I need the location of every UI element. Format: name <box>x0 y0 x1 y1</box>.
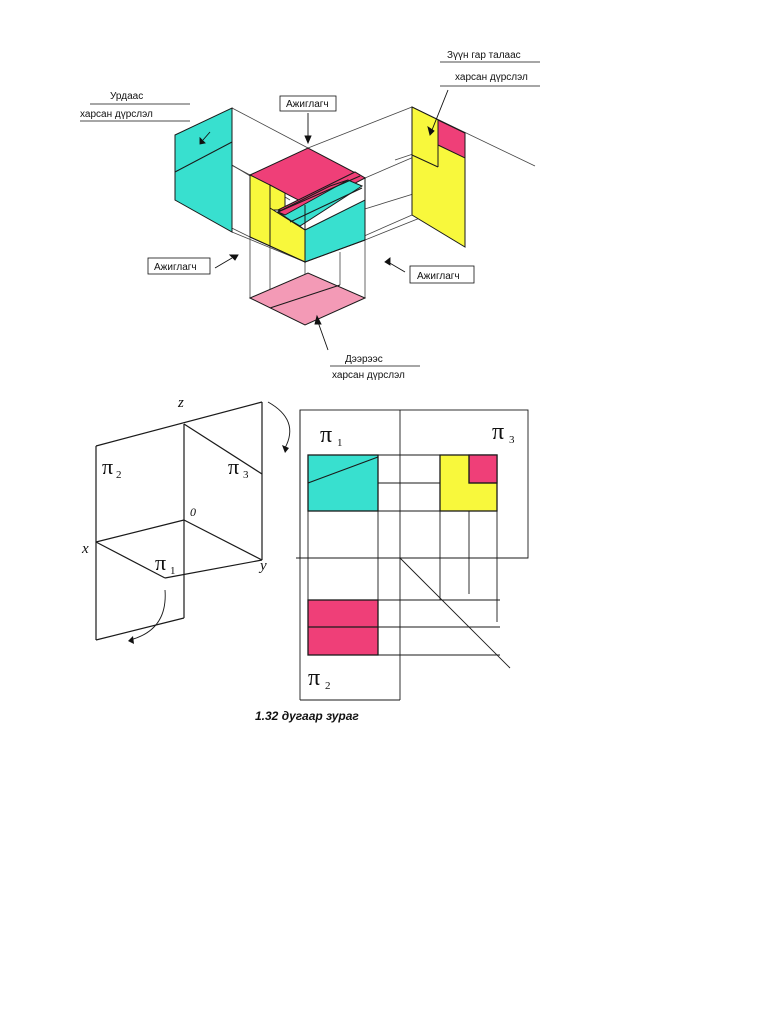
plane-1-subscript: 1 <box>170 565 176 577</box>
top-projection <box>307 599 379 656</box>
plane-2-symbol: π <box>102 454 113 479</box>
figure-caption: 1.32 дугаар зураг <box>255 709 359 723</box>
epure-plane-2-symbol: π <box>308 665 320 691</box>
observer-top-label: Ажиглагч <box>286 99 329 110</box>
axis-x-label: x <box>81 541 89 557</box>
top-view-panel <box>248 272 367 326</box>
epure-plane-3-subscript: 3 <box>509 434 515 446</box>
label-boxes <box>80 61 540 367</box>
plane-2-subscript: 2 <box>116 469 122 481</box>
plane-3-symbol: π <box>228 454 239 479</box>
top-view-label-line1: Дээрээс <box>345 354 383 365</box>
epure-plane-1-symbol: π <box>320 422 332 448</box>
observer-left-label: Ажиглагч <box>154 262 197 273</box>
epure-plane-1-subscript: 1 <box>337 437 343 449</box>
front-projection <box>307 454 379 512</box>
right-view-label-line2: харсан дүрслэл <box>455 72 528 83</box>
top-view-label-line2: харсан дүрслэл <box>332 370 405 381</box>
side-projection <box>439 454 498 512</box>
planes-unfolding <box>95 401 291 644</box>
epure-plane-3-symbol: π <box>492 419 504 445</box>
axis-y-label: y <box>258 558 267 574</box>
right-view-label-line1: Зүүн гар талаас <box>447 50 521 61</box>
plane-1-symbol: π <box>155 550 166 575</box>
isometric-figure <box>80 61 540 367</box>
front-view-label-line1: Урдаас <box>110 91 143 102</box>
right-view-panel <box>411 106 466 248</box>
front-view-label-line2: харсан дүрслэл <box>80 109 153 120</box>
front-view-panel <box>174 107 233 233</box>
axis-z-label: z <box>177 395 184 411</box>
epure-plane-2-subscript: 2 <box>325 680 331 692</box>
observer-right-label: Ажиглагч <box>417 271 460 282</box>
epure-diagram <box>296 409 529 701</box>
plane-3-subscript: 3 <box>243 469 249 481</box>
origin-label: 0 <box>190 505 196 519</box>
cube <box>248 147 367 264</box>
observer-arrows <box>199 89 449 351</box>
